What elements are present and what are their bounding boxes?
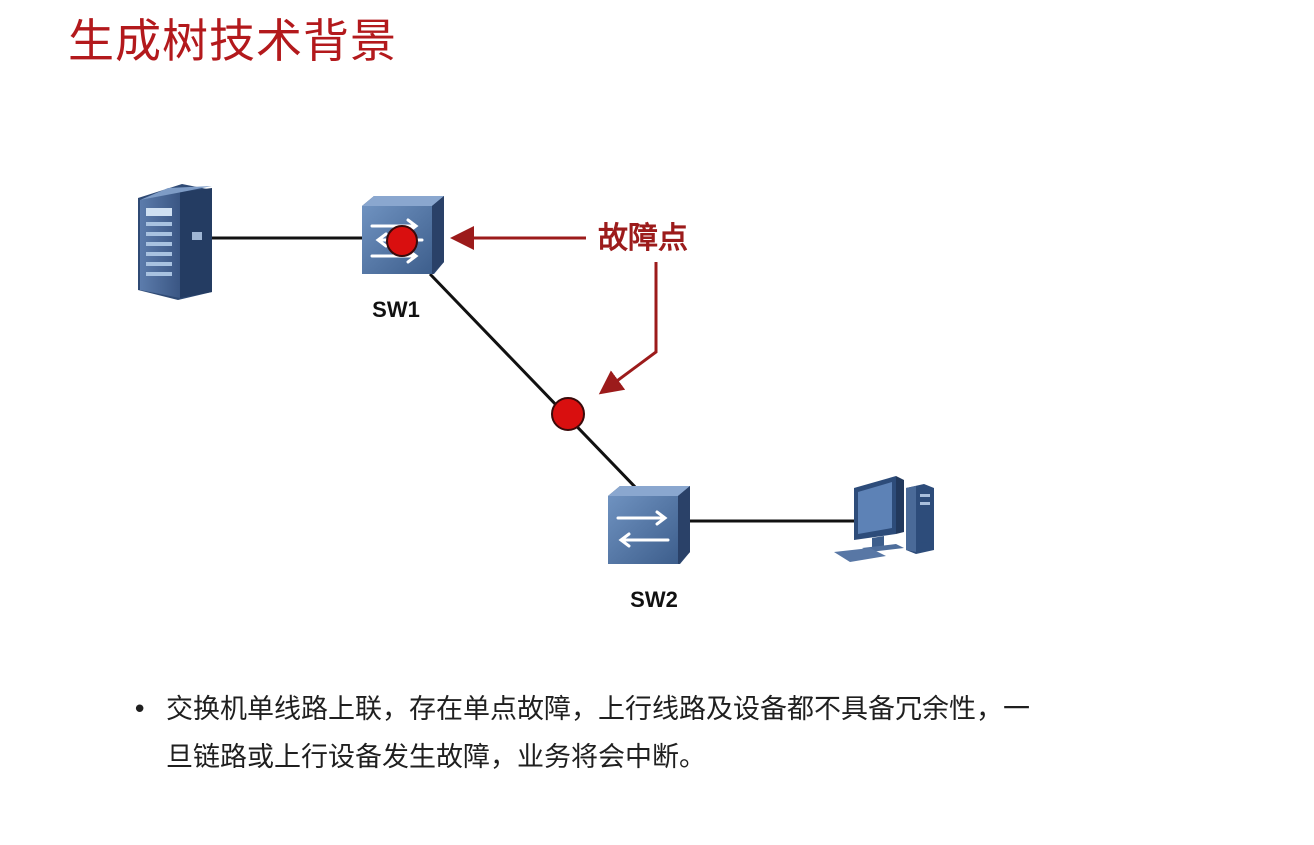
- desktop-pc-icon: [834, 476, 934, 562]
- server-icon: [138, 184, 212, 300]
- bullet-symbol: •: [132, 695, 148, 725]
- bullet-text-1: 交换机单线路上联，存在单点故障，上行线路及设备都不具备冗余性，一: [166, 694, 1030, 725]
- sw2-label: SW2: [630, 587, 678, 612]
- bullet-paragraph: • 交换机单线路上联，存在单点故障，上行线路及设备都不具备冗余性，一 旦链路或上行…: [132, 686, 1212, 781]
- bullet-line-2: 旦链路或上行设备发生故障，业务将会中断。: [166, 742, 706, 773]
- callout-arrow-to-link: [598, 262, 658, 395]
- sw1-label: SW1: [372, 297, 420, 322]
- switch-sw2-icon: [608, 486, 690, 564]
- bullet-line-1: • 交换机单线路上联，存在单点故障，上行线路及设备都不具备冗余性，一: [132, 686, 1212, 734]
- callout-fault-label: 故障点: [598, 221, 688, 256]
- fault-marker-sw1: [386, 225, 418, 257]
- page-title: 生成树技术背景: [68, 14, 397, 68]
- fault-marker-link: [551, 397, 585, 431]
- link-sw1-sw2: [428, 272, 640, 492]
